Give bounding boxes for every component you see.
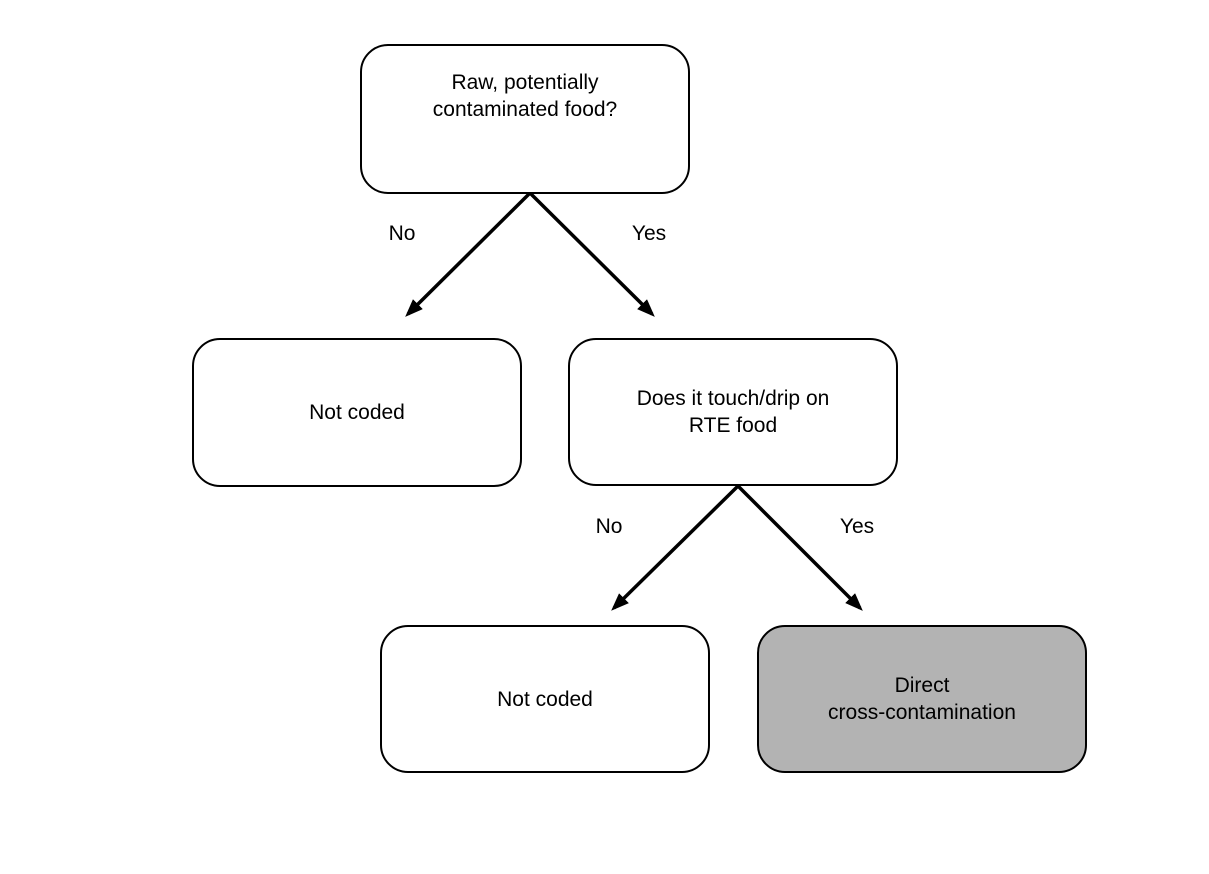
node-not-coded-left-label: Not coded — [309, 401, 405, 424]
node-touch-drip-label: Does it touch/drip on RTE food — [636, 387, 830, 437]
edge-root-no-arrow — [405, 191, 532, 317]
node-root-label: Raw, potentially contaminated food? — [432, 71, 618, 121]
node-not-coded-bottom: Not coded — [380, 625, 710, 773]
node-touch-drip-question: Does it touch/drip on RTE food — [568, 338, 898, 486]
node-direct-cross-contamination-label: Direct cross-contamination — [828, 674, 1016, 724]
node-not-coded-left: Not coded — [192, 338, 522, 487]
node-direct-cross-contamination: Direct cross-contamination — [757, 625, 1087, 773]
edge-touch-no-arrow — [611, 484, 740, 611]
edge-label-root-yes: Yes — [631, 222, 667, 245]
edge-touch-yes-arrow — [736, 484, 863, 611]
edge-label-touch-yes: Yes — [839, 515, 875, 538]
edge-label-touch-no: No — [595, 515, 623, 538]
edge-root-yes-arrow — [528, 191, 655, 317]
node-not-coded-bottom-label: Not coded — [497, 687, 593, 711]
node-root-question: Raw, potentially contaminated food? — [360, 44, 690, 194]
edge-label-root-no: No — [388, 222, 416, 245]
